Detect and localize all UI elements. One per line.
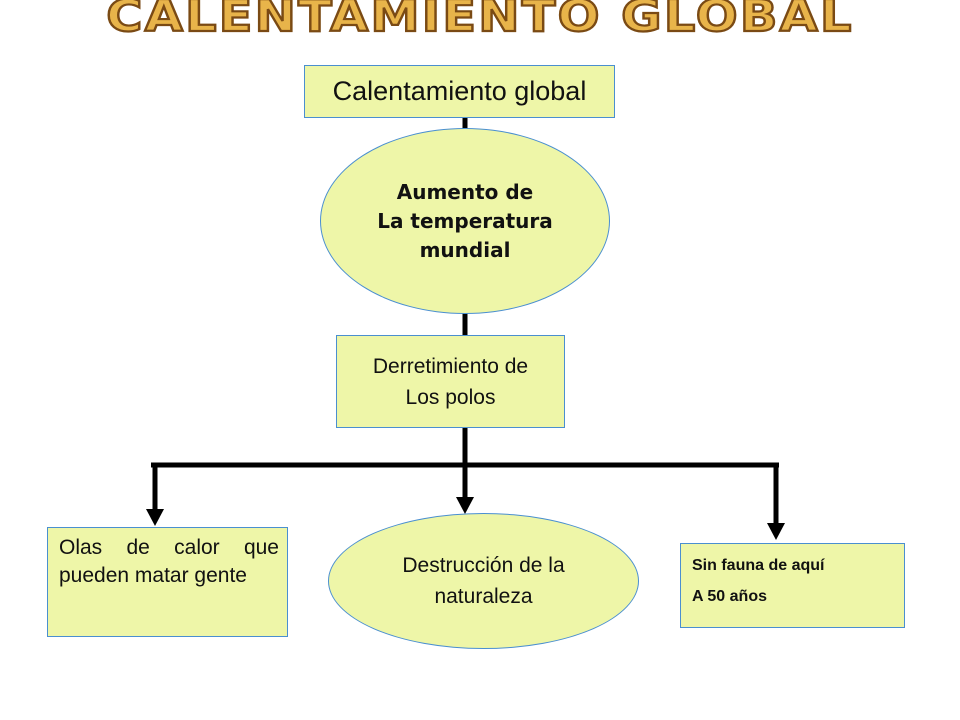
node-label-line-2: La temperatura [377,208,553,233]
arrowhead-right [767,523,785,540]
node-destruccion-naturaleza: Destrucción de la naturaleza [328,513,639,649]
node-sin-fauna: Sin fauna de aquí A 50 años [680,543,905,628]
diagram-title: CALENTAMIENTO GLOBAL [105,0,854,42]
node-label-line-3: mundial [419,237,511,262]
node-derretimiento-polos: Derretimiento de Los polos [336,335,565,428]
node-label: Calentamiento global [332,76,587,106]
node-label: Olas de calor que pueden matar gente [59,536,279,587]
node-label-line-1: Aumento de [396,179,534,204]
node-calentamiento-global: Calentamiento global [304,65,615,118]
node-label-line-2: naturaleza [434,585,533,608]
arrowhead-left [146,509,164,526]
arrowhead-center [456,497,474,514]
node-label-line-2: Los polos [405,385,496,409]
node-label-line-1: Derretimiento de [372,354,529,378]
node-label-line-1: Destrucción de la [402,554,565,577]
node-olas-de-calor: Olas de calor que pueden matar gente [47,527,288,637]
node-label-line-1: Sin fauna de aquí [692,557,825,574]
node-label-line-2: A 50 años [692,588,767,605]
node-aumento-temperatura: Aumento de La temperatura mundial [320,128,610,314]
